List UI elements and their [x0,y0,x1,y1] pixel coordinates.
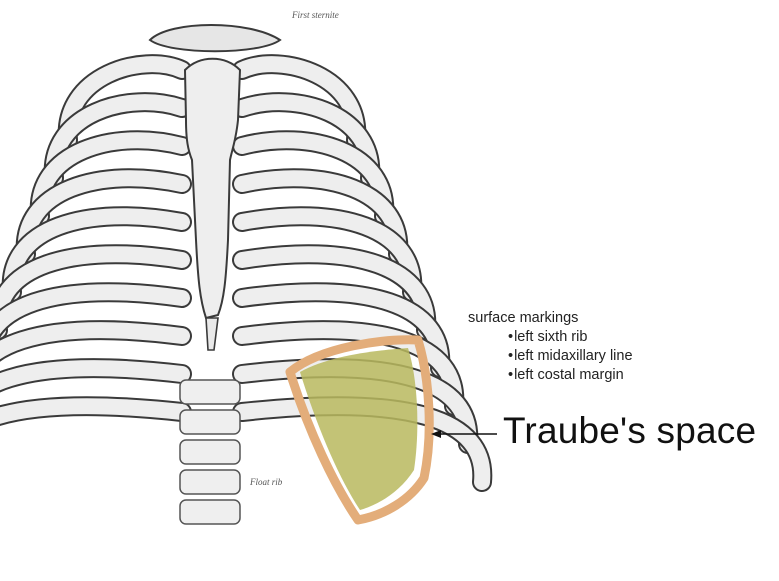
marking-item: left midaxillary line [508,347,633,366]
xiphoid-process [206,318,218,350]
first-sternite-label: First sternite [292,10,339,20]
vertebra [180,380,240,404]
floating-rib-label: Float rib [250,477,282,487]
marking-item: left costal margin [508,366,633,385]
vertebra [180,410,240,434]
surface-markings-list: surface markings left sixth rib left mid… [468,309,633,385]
traube-space-label: Traube's space [503,410,756,452]
traube-space-region [290,340,429,520]
vertebral-column [180,380,240,524]
manubrium-detail [150,25,280,51]
vertebra [180,470,240,494]
sternum [185,59,240,318]
marking-item: left sixth rib [508,328,633,347]
vertebra [180,440,240,464]
surface-markings-heading: surface markings [468,309,633,328]
vertebra [180,500,240,524]
traube-highlight-fill [300,348,417,510]
